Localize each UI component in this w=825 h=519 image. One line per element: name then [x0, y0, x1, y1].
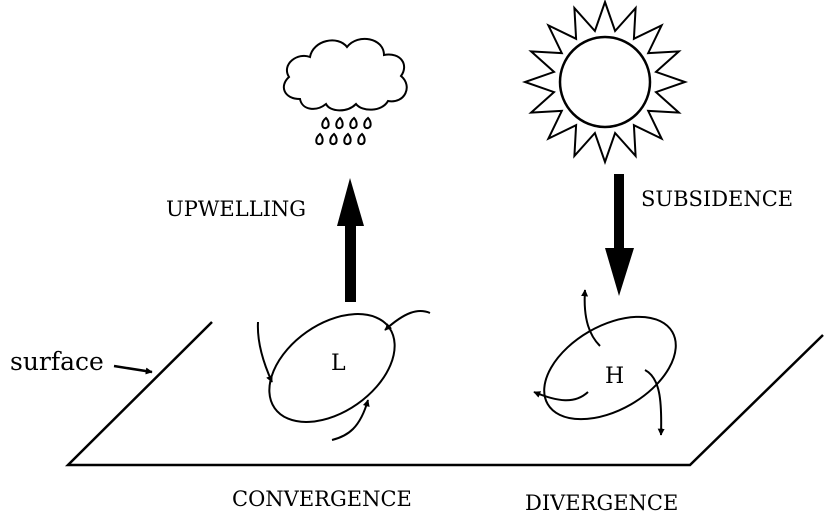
convergence-label: CONVERGENCE — [232, 487, 412, 511]
high-pressure-anticyclone — [533, 289, 677, 436]
rain-cloud-icon — [282, 37, 408, 146]
surface-label: surface — [10, 347, 104, 376]
low-inflow-arrow-top — [384, 310, 431, 331]
high-cyclone-ellipse — [543, 315, 677, 421]
high-outflow-arrow-top — [581, 289, 601, 347]
surface-plane — [64, 321, 824, 467]
high-center-label: H — [605, 364, 625, 389]
surface-pointer-arrow — [113, 364, 153, 375]
low-inflow-arrow-bottom — [331, 399, 370, 441]
upwelling-label: UPWELLING — [166, 197, 307, 221]
low-pressure-cyclone — [256, 310, 431, 441]
sun-disc — [558, 35, 652, 129]
low-inflow-arrow-left — [256, 321, 273, 383]
sun-rays — [521, 0, 689, 166]
high-outflow-arrow-left — [533, 391, 589, 402]
raindrops — [315, 116, 372, 146]
sun-icon — [521, 0, 689, 166]
subsidence-arrow — [605, 174, 634, 296]
subsidence-label: SUBSIDENCE — [641, 187, 794, 211]
low-center-label: L — [331, 351, 346, 376]
upwelling-arrow — [337, 178, 364, 302]
divergence-label: DIVERGENCE — [525, 491, 679, 515]
high-outflow-arrow-right — [644, 369, 665, 436]
